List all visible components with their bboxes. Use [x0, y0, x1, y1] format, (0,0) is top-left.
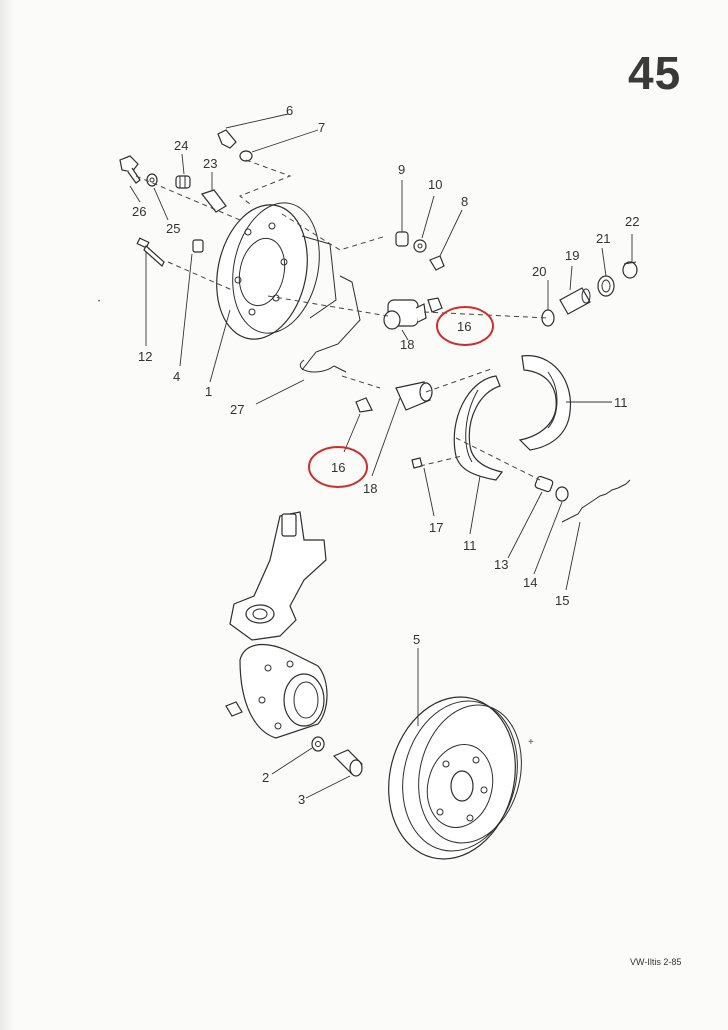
washer: [146, 173, 158, 187]
callout-7: 7: [318, 120, 325, 135]
cylinder-clip: [622, 261, 638, 279]
callout-24: 24: [174, 138, 188, 153]
callout-4: 4: [173, 369, 180, 384]
callout-9: 9: [398, 162, 405, 177]
retaining-pin: [411, 457, 423, 469]
callout-12: 12: [138, 349, 152, 364]
wheel-cylinder-upper: [383, 299, 427, 330]
bleeder-valve-upper: [427, 297, 443, 313]
callout-17: 17: [429, 520, 443, 535]
callout-13: 13: [494, 557, 508, 572]
callout-16-lower: 16: [331, 460, 345, 475]
callout-10: 10: [428, 177, 442, 192]
spacer: [192, 239, 204, 253]
callout-16-upper: 16: [457, 319, 471, 334]
bolt: [136, 237, 165, 267]
callout-2: 2: [262, 770, 269, 785]
callout-23: 23: [203, 156, 217, 171]
callout-6: 6: [286, 103, 293, 118]
callout-18-upper: 18: [400, 337, 414, 352]
callout-22: 22: [625, 214, 639, 229]
hex-bolt: [119, 155, 141, 184]
callout-8: 8: [461, 194, 468, 209]
callout-11-right: 11: [614, 395, 628, 410]
bleed-bolt: [201, 189, 227, 213]
cap: [429, 255, 445, 271]
callout-1: 1: [205, 384, 212, 399]
highlight-circle-16-lower: [308, 446, 368, 488]
bushing: [175, 175, 191, 189]
cross-mark: +: [528, 737, 534, 748]
callout-5: 5: [413, 632, 420, 647]
callout-26: 26: [132, 204, 146, 219]
wheel-cylinder-lower: [395, 381, 433, 411]
callout-21: 21: [596, 231, 610, 246]
dot-mark: •: [98, 299, 100, 305]
footer-code: VW-Iltis 2-85: [630, 957, 682, 967]
callout-25: 25: [166, 221, 180, 236]
callout-20: 20: [532, 264, 546, 279]
seal-ring: [413, 239, 427, 253]
knuckle-bolt: [332, 749, 363, 777]
plug: [395, 231, 409, 247]
nut: [239, 150, 253, 162]
steering-knuckle: [225, 511, 328, 739]
knuckle-washer: [311, 736, 325, 752]
callout-18-lower: 18: [363, 481, 377, 496]
return-spring: [561, 479, 631, 523]
screw: [217, 129, 237, 149]
adjuster-nut: [555, 486, 569, 502]
cylinder-spring: [597, 275, 615, 297]
highlight-circle-16-upper: [436, 306, 494, 346]
bleeder-valve-lower: [355, 397, 373, 413]
callout-27: 27: [230, 402, 244, 417]
callout-15: 15: [555, 593, 569, 608]
page-number: 45: [628, 47, 682, 99]
callout-19: 19: [565, 248, 579, 263]
brake-shoe-rear: [518, 355, 572, 451]
callout-14: 14: [523, 575, 537, 590]
callout-11-lower: 11: [463, 538, 477, 553]
scan-edge: [0, 0, 14, 1030]
callout-3: 3: [298, 792, 305, 807]
brake-drum: [388, 696, 522, 860]
backing-plate: [216, 202, 337, 340]
cylinder-piston: [559, 287, 591, 315]
brake-shoe-front: [453, 375, 504, 481]
brake-pipe: [299, 275, 361, 373]
